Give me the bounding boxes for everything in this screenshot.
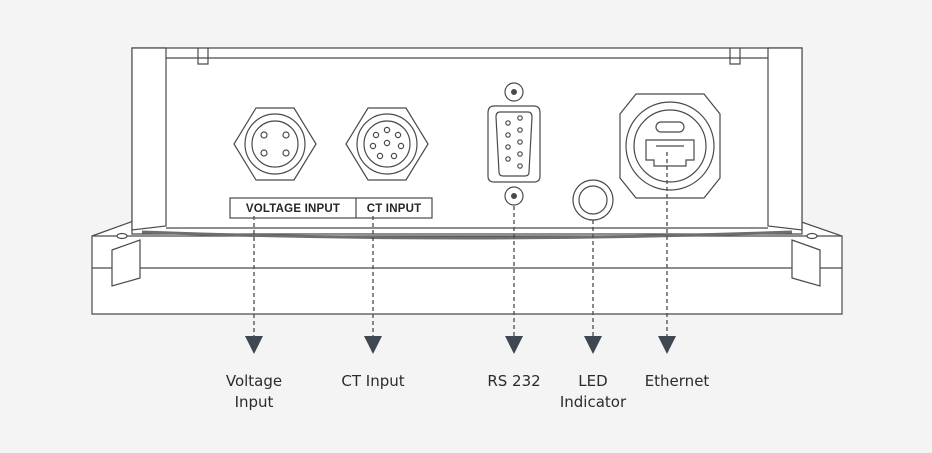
callout-rs232: RS 232 xyxy=(464,371,564,392)
voltage-input-panel-label: VOLTAGE INPUT xyxy=(246,203,340,215)
mounting-hole-left xyxy=(116,232,128,240)
callout-ethernet-line1: Ethernet xyxy=(644,372,710,390)
callout-ct-input-line1: CT Input xyxy=(341,372,405,390)
callout-voltage-input-line1: Voltage xyxy=(225,372,283,390)
mounting-hole-right xyxy=(806,232,818,240)
rs232-connector xyxy=(487,82,541,206)
callout-led-indicator-line2: Indicator xyxy=(559,393,627,411)
callout-led-indicator-line1: LED xyxy=(578,372,608,390)
callout-ct-input: CT Input xyxy=(323,371,423,392)
callout-led-indicator: LED Indicator xyxy=(553,371,633,413)
callout-voltage-input-line2: Input xyxy=(234,393,274,411)
base-plate xyxy=(91,217,843,315)
connector-label-strip: VOLTAGE INPUT CT INPUT xyxy=(229,197,433,219)
leader-lines xyxy=(245,152,676,354)
ct-input-panel-label: CT INPUT xyxy=(367,203,422,215)
callout-ethernet: Ethernet xyxy=(627,371,727,392)
voltage-input-connector xyxy=(233,107,317,181)
callout-rs232-line1: RS 232 xyxy=(487,372,541,390)
ethernet-port xyxy=(619,93,721,199)
callout-voltage-input: Voltage Input xyxy=(204,371,304,413)
led-indicator xyxy=(572,179,614,221)
ct-input-connector xyxy=(345,107,429,181)
